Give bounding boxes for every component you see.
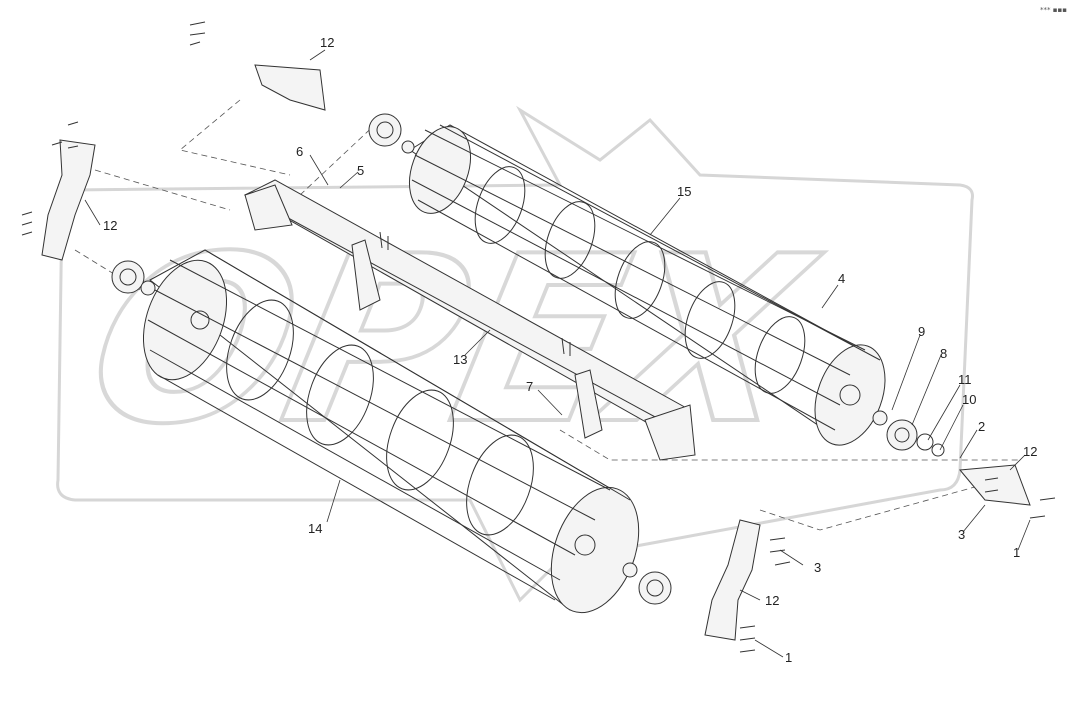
- bearing-upper: [368, 113, 415, 154]
- roller-drum-upper: [409, 124, 886, 446]
- callout-7: 7: [526, 379, 533, 394]
- bracket-lower: [704, 519, 761, 641]
- assembly-lines: [74, 99, 1020, 531]
- callout-3-lower: 3: [814, 560, 821, 575]
- callout-1-lower: 1: [785, 650, 792, 665]
- bracket-left: [41, 139, 96, 261]
- callout-12-top: 12: [320, 35, 334, 50]
- bearing-lower: [622, 562, 672, 605]
- leader-lines: [84, 49, 1031, 658]
- frame-beam: [243, 179, 696, 461]
- callout-10: 10: [962, 392, 976, 407]
- bracket-right: [959, 464, 1031, 506]
- callout-labels: 12 12 6 5 15 4 13 7 9 8 11 10 2 12 14 3 …: [103, 35, 1037, 665]
- callout-1-right: 1: [1013, 545, 1020, 560]
- callout-3-right: 3: [958, 527, 965, 542]
- callout-13: 13: [453, 352, 467, 367]
- callout-14: 14: [308, 521, 322, 536]
- callout-2: 2: [978, 419, 985, 434]
- callout-15: 15: [677, 184, 691, 199]
- callout-8: 8: [940, 346, 947, 361]
- bolts: [21, 21, 1056, 653]
- callout-12-right: 12: [1023, 444, 1037, 459]
- callout-6: 6: [296, 144, 303, 159]
- bracket-top: [254, 64, 326, 111]
- callout-11: 11: [958, 372, 972, 387]
- callout-4: 4: [838, 271, 845, 286]
- bearing-left: [111, 260, 156, 296]
- roller-drum-lower: [142, 249, 640, 614]
- bearing-right: [872, 410, 945, 457]
- corner-mark: *** ▪▪▪: [1040, 6, 1067, 14]
- callout-12-left: 12: [103, 218, 117, 233]
- callout-5: 5: [357, 163, 364, 178]
- callout-12-lower: 12: [765, 593, 779, 608]
- callout-9: 9: [918, 324, 925, 339]
